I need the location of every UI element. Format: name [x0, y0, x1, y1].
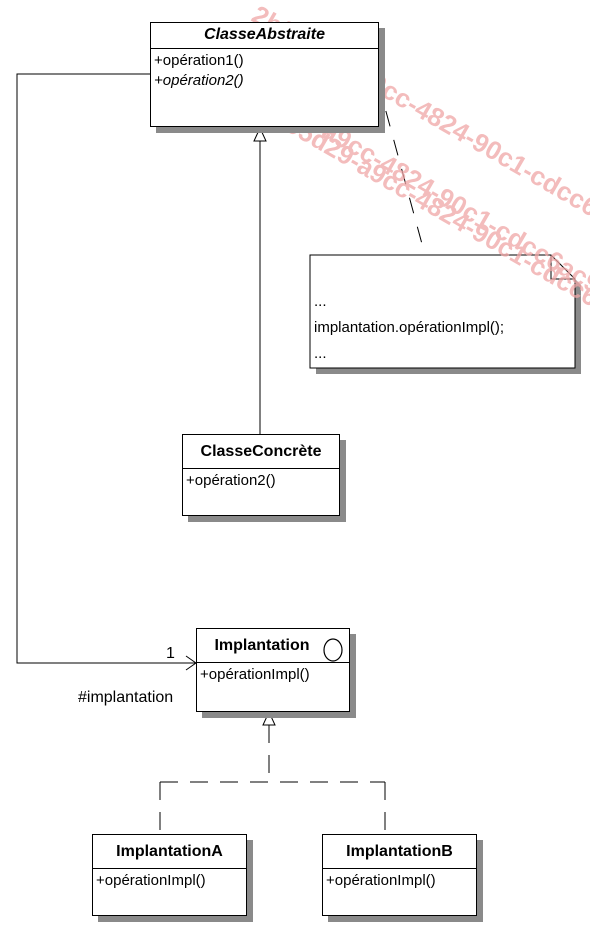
class-operations: +opérationImpl() [93, 869, 246, 893]
class-operations: +opérationImpl() [323, 869, 476, 893]
class-name: ClasseConcrète [183, 435, 339, 469]
operation: +opération2() [186, 472, 276, 489]
class-implantation-a[interactable]: ImplantationA +opérationImpl() [92, 834, 247, 916]
note-line-3: ... [314, 345, 327, 362]
association-multiplicity: 1 [166, 645, 175, 662]
class-classe-abstraite[interactable]: ClasseAbstraite +opération1() +opération… [150, 22, 379, 127]
class-implantation[interactable]: Implantation +opérationImpl() [196, 628, 350, 712]
class-name: ClasseAbstraite [151, 23, 378, 49]
operation: +opérationImpl() [326, 872, 436, 889]
note-line-2: implantation.opérationImpl(); [314, 319, 505, 336]
association-role: #implantation [78, 689, 174, 706]
association-line [16, 73, 196, 664]
inheritance-arrowhead [253, 126, 267, 142]
operation-abstract: +opération2() [154, 72, 244, 89]
note-shape [309, 254, 576, 369]
note-fold [550, 255, 575, 280]
class-classe-concrete[interactable]: ClasseConcrète +opération2() [182, 434, 340, 516]
operation: +opération1() [154, 52, 244, 69]
realization-arrowhead [262, 710, 276, 726]
class-name: ImplantationB [323, 835, 476, 869]
class-operations: +opérationImpl() [197, 663, 349, 687]
operation: +opérationImpl() [96, 872, 206, 889]
note-anchor-line [377, 81, 426, 256]
interface-icon [323, 638, 343, 662]
operation: +opérationImpl() [200, 666, 310, 683]
class-implantation-b[interactable]: ImplantationB +opérationImpl() [322, 834, 477, 916]
class-name: ImplantationA [93, 835, 246, 869]
note-line-1: ... [314, 293, 327, 310]
class-name: Implantation [197, 629, 349, 663]
class-operations: +opération2() [183, 469, 339, 493]
class-operations: +opération1() +opération2() [151, 49, 378, 93]
